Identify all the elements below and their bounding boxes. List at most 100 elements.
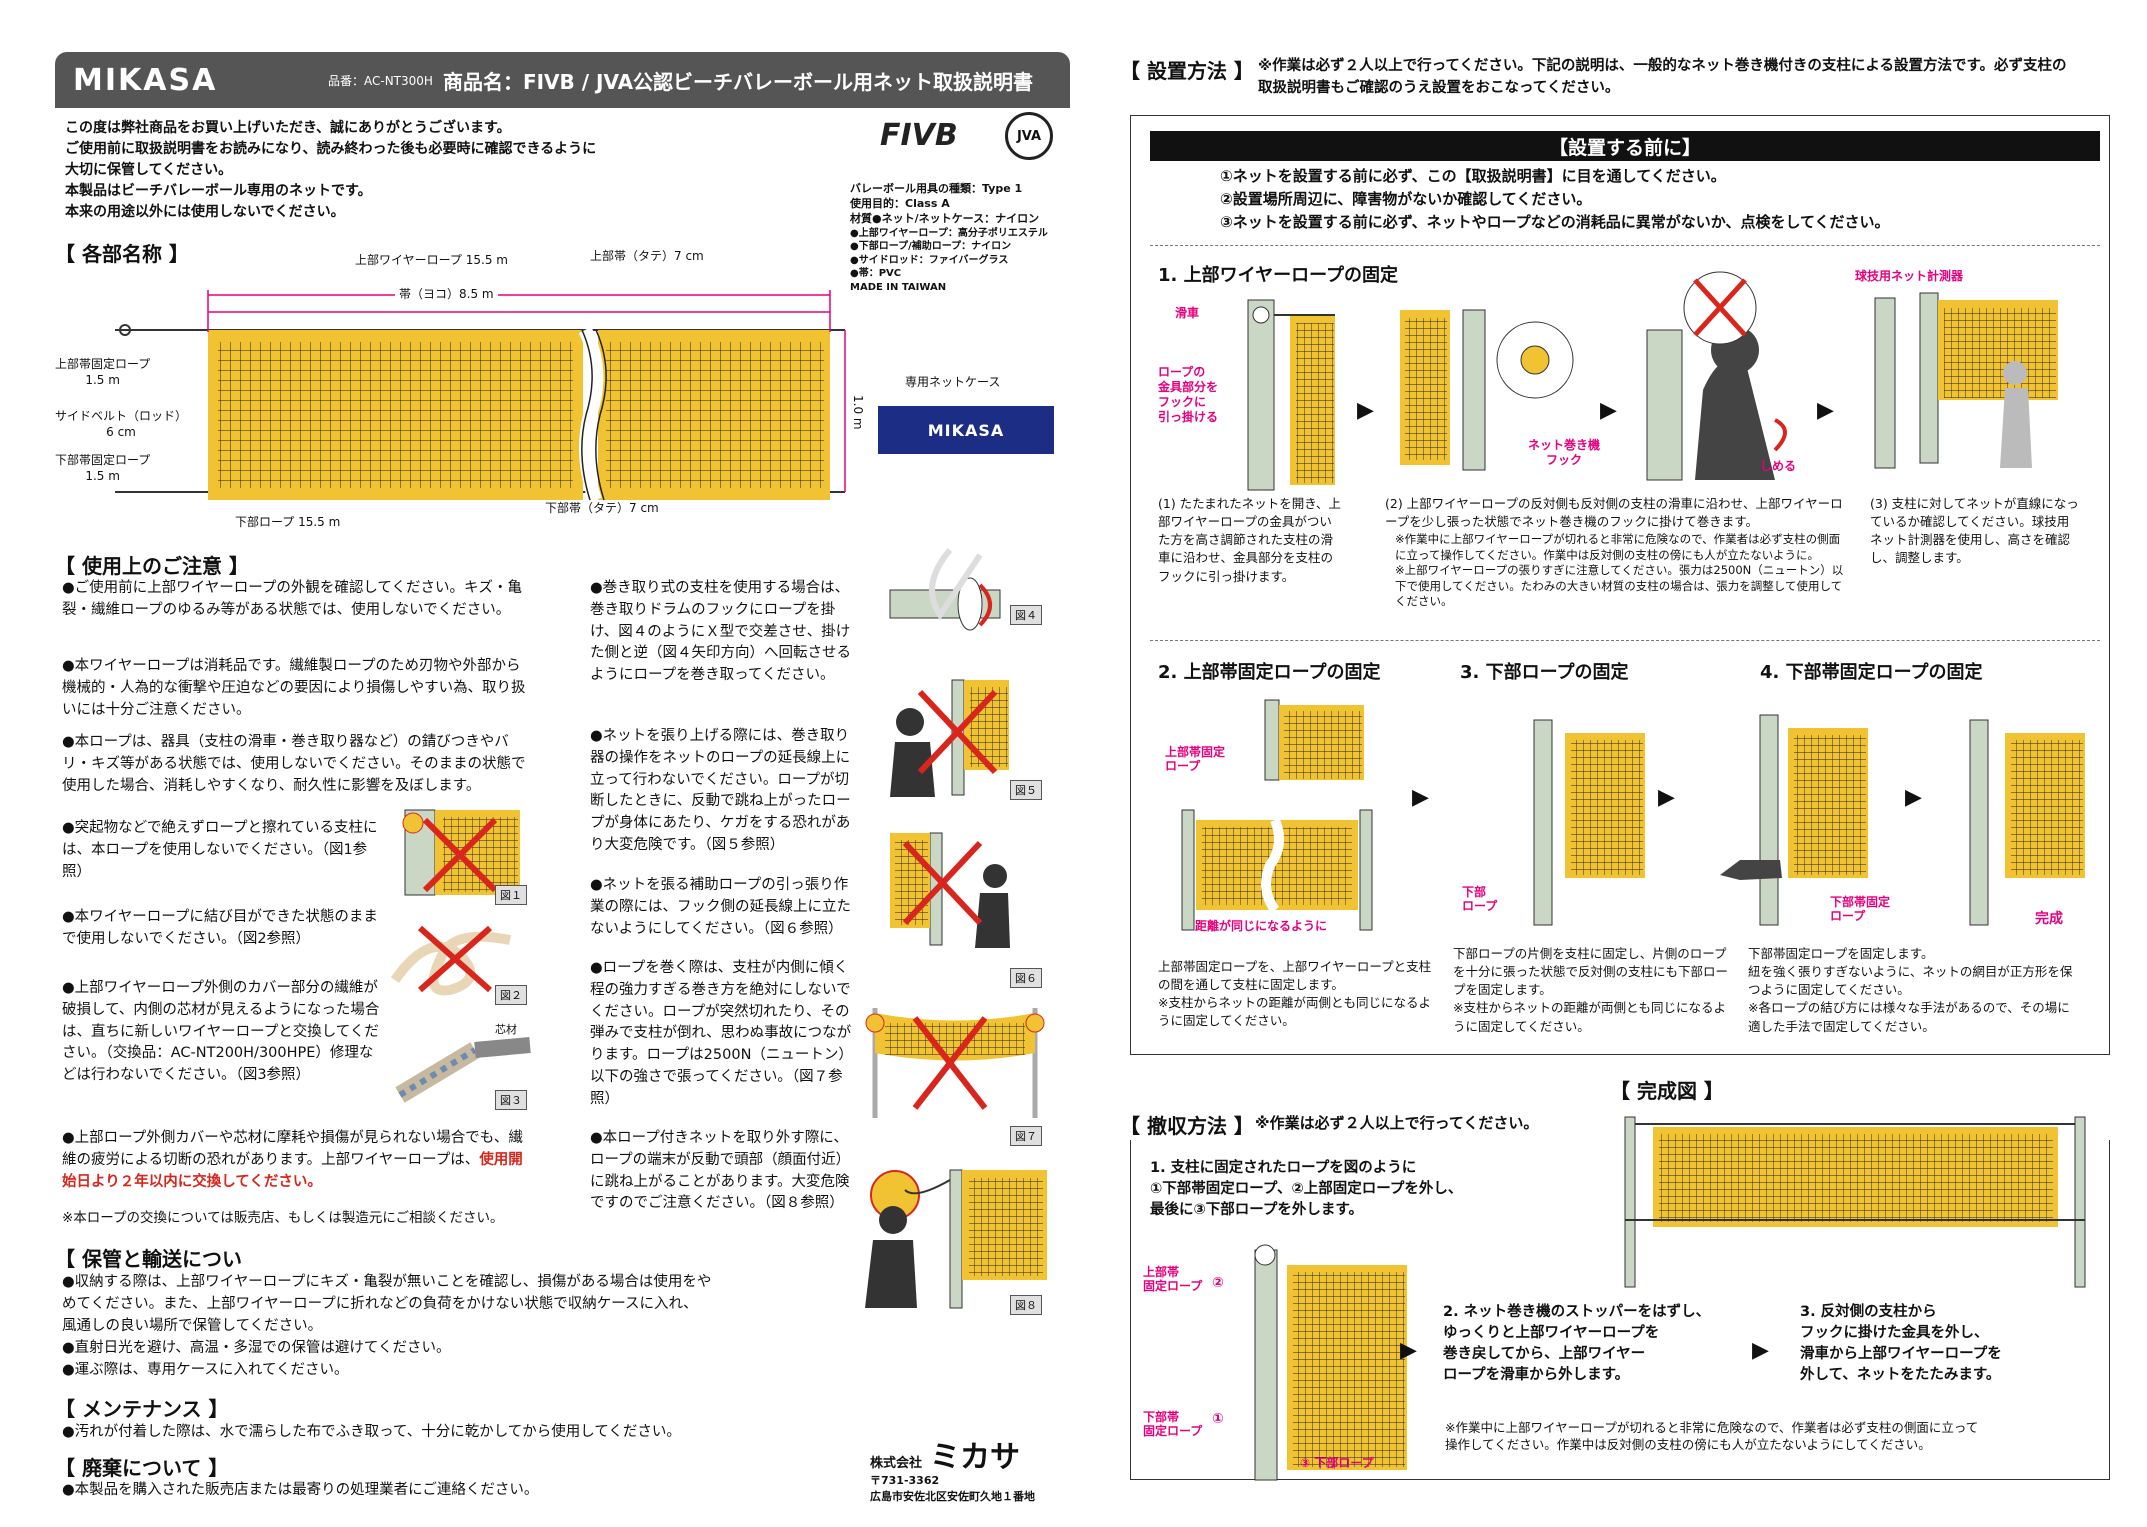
step1-desc-2: (2) 上部ワイヤーロープの反対側も反対側の支柱の滑車に沿わせ、上部ワイヤーロー… xyxy=(1385,496,1843,530)
removal-circle-1: ① xyxy=(1212,1411,1224,1427)
step1-fig-d xyxy=(1874,292,2058,469)
removal-step2: 2. ネット巻き機のストッパーをはずし、 ゆっくりと上部ワイヤーロープを 巻き戻… xyxy=(1443,1304,1711,1384)
arrow-4: ▶ xyxy=(1412,785,1429,810)
gauge-label: 球技用ネット計測器 xyxy=(1855,269,1964,283)
label-side-belt: サイドベルト（ロッド） 6 cm xyxy=(55,409,188,440)
label-height: 1.0 m xyxy=(851,395,866,430)
step1-fig-a xyxy=(1247,299,1335,491)
step3-label: 下部 ロープ xyxy=(1462,885,1498,914)
usage-right-3: ●ネットを張る補助ロープの引っ張り作業の際には、フック側の延長線上に立たないよう… xyxy=(590,877,851,937)
brand-logo: MIKASA xyxy=(73,62,218,98)
usage-right-4: ●ロープを巻く際は、支柱が内側に傾く程の強力すぎる巻き方を絶対にしないでください… xyxy=(590,960,853,1107)
model-number: 品番：AC-NT300H xyxy=(328,73,433,88)
intro-text: この度は弊社商品をお買い上げいただき、誠にありがとうございます。 ご使用前に取扱… xyxy=(65,120,597,220)
jva-logo: JVA xyxy=(1005,112,1053,160)
tighten-label: しめる xyxy=(1760,459,1797,473)
fig4-label: 図４ xyxy=(1010,605,1042,625)
fig6-label: 図６ xyxy=(1010,968,1042,988)
core-label: 芯材 xyxy=(495,1023,517,1036)
arrow-3: ▶ xyxy=(1817,398,1834,423)
figure-4 xyxy=(889,548,1001,631)
removal-step1: 1. 支柱に固定されたロープを図のように ①下部帯固定ロープ、②上部固定ロープを… xyxy=(1150,1160,1463,1219)
arrow-7: ▶ xyxy=(1400,1338,1417,1363)
step4-title: 4. 下部帯固定ロープの固定 xyxy=(1760,662,1983,683)
usage-left-7-text: ●上部ロープ外側カバーや芯材に摩耗や損傷が見られない場合でも、繊維の疲労による切… xyxy=(62,1130,523,1168)
fig3-label: 図３ xyxy=(495,1090,527,1110)
removal-label-rope: ③ 下部ロープ xyxy=(1300,1456,1374,1470)
net-case: MIKASA xyxy=(878,406,1054,454)
spec-class: 使用目的：Class A xyxy=(850,196,950,210)
label-top-band-rope: 上部帯固定ロープ 1.5 m xyxy=(55,357,151,388)
final-figure xyxy=(1624,1116,2086,1288)
step2-title: 2. 上部帯固定ロープの固定 xyxy=(1158,662,1381,683)
fig5-label: 図５ xyxy=(1010,780,1042,800)
step4-fig-b xyxy=(1969,719,2085,926)
install-note: ※作業は必ず２人以上で行ってください。下記の説明は、一般的なネット巻き機付きの支… xyxy=(1258,58,2067,96)
usage-left-6: ●上部ワイヤーロープ外側のカバー部分の繊維が破損して、内側の芯材が見えるようにな… xyxy=(62,980,380,1083)
step4-desc: 下部帯固定ロープを固定します。 紐を強く張りすぎないように、ネットの網目が正方形… xyxy=(1748,946,2073,1034)
install-box xyxy=(1130,115,2110,1055)
divider-1 xyxy=(1150,245,2100,246)
storage-item-3: ●運ぶ際は、専用ケースに入れてください。 xyxy=(62,1362,349,1378)
divider-2 xyxy=(1150,640,2100,641)
step1-desc-3: (3) 支柱に対してネットが直線になっているか確認してください。球技用ネット計測… xyxy=(1870,496,2079,566)
usage-note: ※本ロープの交換については販売店、もしくは製造元にご相談ください。 xyxy=(62,1210,504,1226)
arrow-1: ▶ xyxy=(1357,398,1374,423)
spec-material: 材質●ネット/ネットケース：ナイロン xyxy=(850,211,1040,225)
label-bottom-band-rope: 下部帯固定ロープ 1.5 m xyxy=(55,453,151,484)
spec-m4: ●帯：PVC xyxy=(850,268,902,280)
removal-note: ※作業は必ず２人以上で行ってください。 xyxy=(1255,1114,1539,1132)
company-prefix: 株式会社 xyxy=(870,1456,923,1471)
removal-circle-2: ② xyxy=(1212,1275,1224,1291)
before-bar: 【設置する前に】 xyxy=(1150,131,2100,161)
removal-heading: 【 撤収方法 】 xyxy=(1120,1114,1254,1138)
fivb-logo: FIVB xyxy=(880,118,958,153)
spec-type: バレーボール用具の種類：Type 1 xyxy=(850,182,1023,195)
fig7-label: 図７ xyxy=(1010,1126,1042,1146)
step2-desc: 上部帯固定ロープを、上部ワイヤーロープと支柱の間を通して支柱に固定します。 ※支… xyxy=(1158,959,1432,1029)
removal-box xyxy=(1130,1140,2110,1480)
arrow-5: ▶ xyxy=(1658,785,1675,810)
install-heading: 【 設置方法 】 xyxy=(1120,59,1254,83)
hook-label: ロープの 金具部分を フックに 引っ掛ける xyxy=(1158,365,1219,424)
before-2: ②設置場所周辺に、障害物がないか確認してください。 xyxy=(1220,190,1592,208)
company-zip: 〒731-3362 xyxy=(870,1474,940,1487)
company-address: 広島市安佐北区安佐町久地１番地 xyxy=(870,1490,1035,1503)
usage-heading: 【 使用上のご注意 】 xyxy=(55,554,249,578)
usage-left-4: ●突起物などで絶えずロープと擦れている支柱には、本ロープを使用しないでください。… xyxy=(62,820,378,880)
label-wire-top: 上部ワイヤーロープ 15.5 m xyxy=(355,253,508,267)
fig1-label: 図１ xyxy=(495,885,527,905)
company-main: ミカサ xyxy=(930,1440,1021,1475)
figure-2 xyxy=(390,925,511,996)
arrow-2: ▶ xyxy=(1600,398,1617,423)
disposal-text: ●本製品を購入された販売店または最寄りの処理業者にご連絡ください。 xyxy=(62,1482,539,1498)
maintenance-heading: 【 メンテナンス 】 xyxy=(55,1397,229,1421)
step1-desc-1: (1) たたまれたネットを開き、上部ワイヤーロープの金具がついた方を高さ調節され… xyxy=(1158,496,1341,584)
same-distance-label: 距離が同じになるように xyxy=(1195,919,1328,933)
figure-3 xyxy=(395,1037,531,1103)
removal-step3: 3. 反対側の支柱から フックに掛けた金具を外し、 滑車から上部ワイヤーロープを… xyxy=(1800,1304,2002,1384)
final-heading: 【 完成図 】 xyxy=(1610,1079,1724,1103)
figure-7 xyxy=(865,1008,1045,1118)
step1-fig-b xyxy=(1400,309,1574,471)
figure-1 xyxy=(402,809,520,896)
removal-warning: ※作業中に上部ワイヤーロープが切れると非常に危険なので、作業者は必ず支柱の側面に… xyxy=(1445,1420,1979,1452)
figure-8 xyxy=(865,1169,1047,1309)
step1-desc-2-note: ※作業中に上部ワイヤーロープが切れると非常に危険なので、作業者は必ず支柱の側面に… xyxy=(1395,532,1844,609)
case-label: 専用ネットケース xyxy=(905,375,1001,389)
step2-label: 上部帯固定 ロープ xyxy=(1165,745,1226,774)
removal-label-top: 上部帯 固定ロープ xyxy=(1143,1265,1203,1294)
step1-fig-c xyxy=(1646,271,1787,481)
complete-label: 完成 xyxy=(2035,911,2063,927)
label-band-v-top: 上部帯（タテ）7 cm xyxy=(590,249,704,263)
step1-title: 1. 上部ワイヤーロープの固定 xyxy=(1158,265,1399,286)
label-band-v-bottom: 下部帯（タテ）7 cm xyxy=(545,501,659,515)
removal-label-bottom: 下部帯 固定ロープ xyxy=(1143,1410,1203,1439)
usage-left-2: ●本ワイヤーロープは消耗品です。繊維製ロープのため刃物や外部から機械的・人為的な… xyxy=(62,658,526,718)
usage-left-1: ●ご使用前に上部ワイヤーロープの外観を確認してください。キズ・亀裂・繊維ロープの… xyxy=(62,580,522,618)
usage-right-2: ●ネットを張り上げる際には、巻き取り器の操作をネットのロープの延長線上に立って行… xyxy=(590,728,851,853)
company-name: 株式会社 ミカサ xyxy=(870,1432,1020,1476)
before-3: ③ネットを設置する前に必ず、ネットやロープなどの消耗品に異常がないか、点検をして… xyxy=(1220,213,1890,231)
storage-item-1: ●収納する際は、上部ワイヤーロープにキズ・亀裂が無いことを確認し、損傷がある場合… xyxy=(62,1274,712,1334)
before-1: ①ネットを設置する前に必ず、この【取扱説明書】に目を通してください。 xyxy=(1220,167,1726,185)
